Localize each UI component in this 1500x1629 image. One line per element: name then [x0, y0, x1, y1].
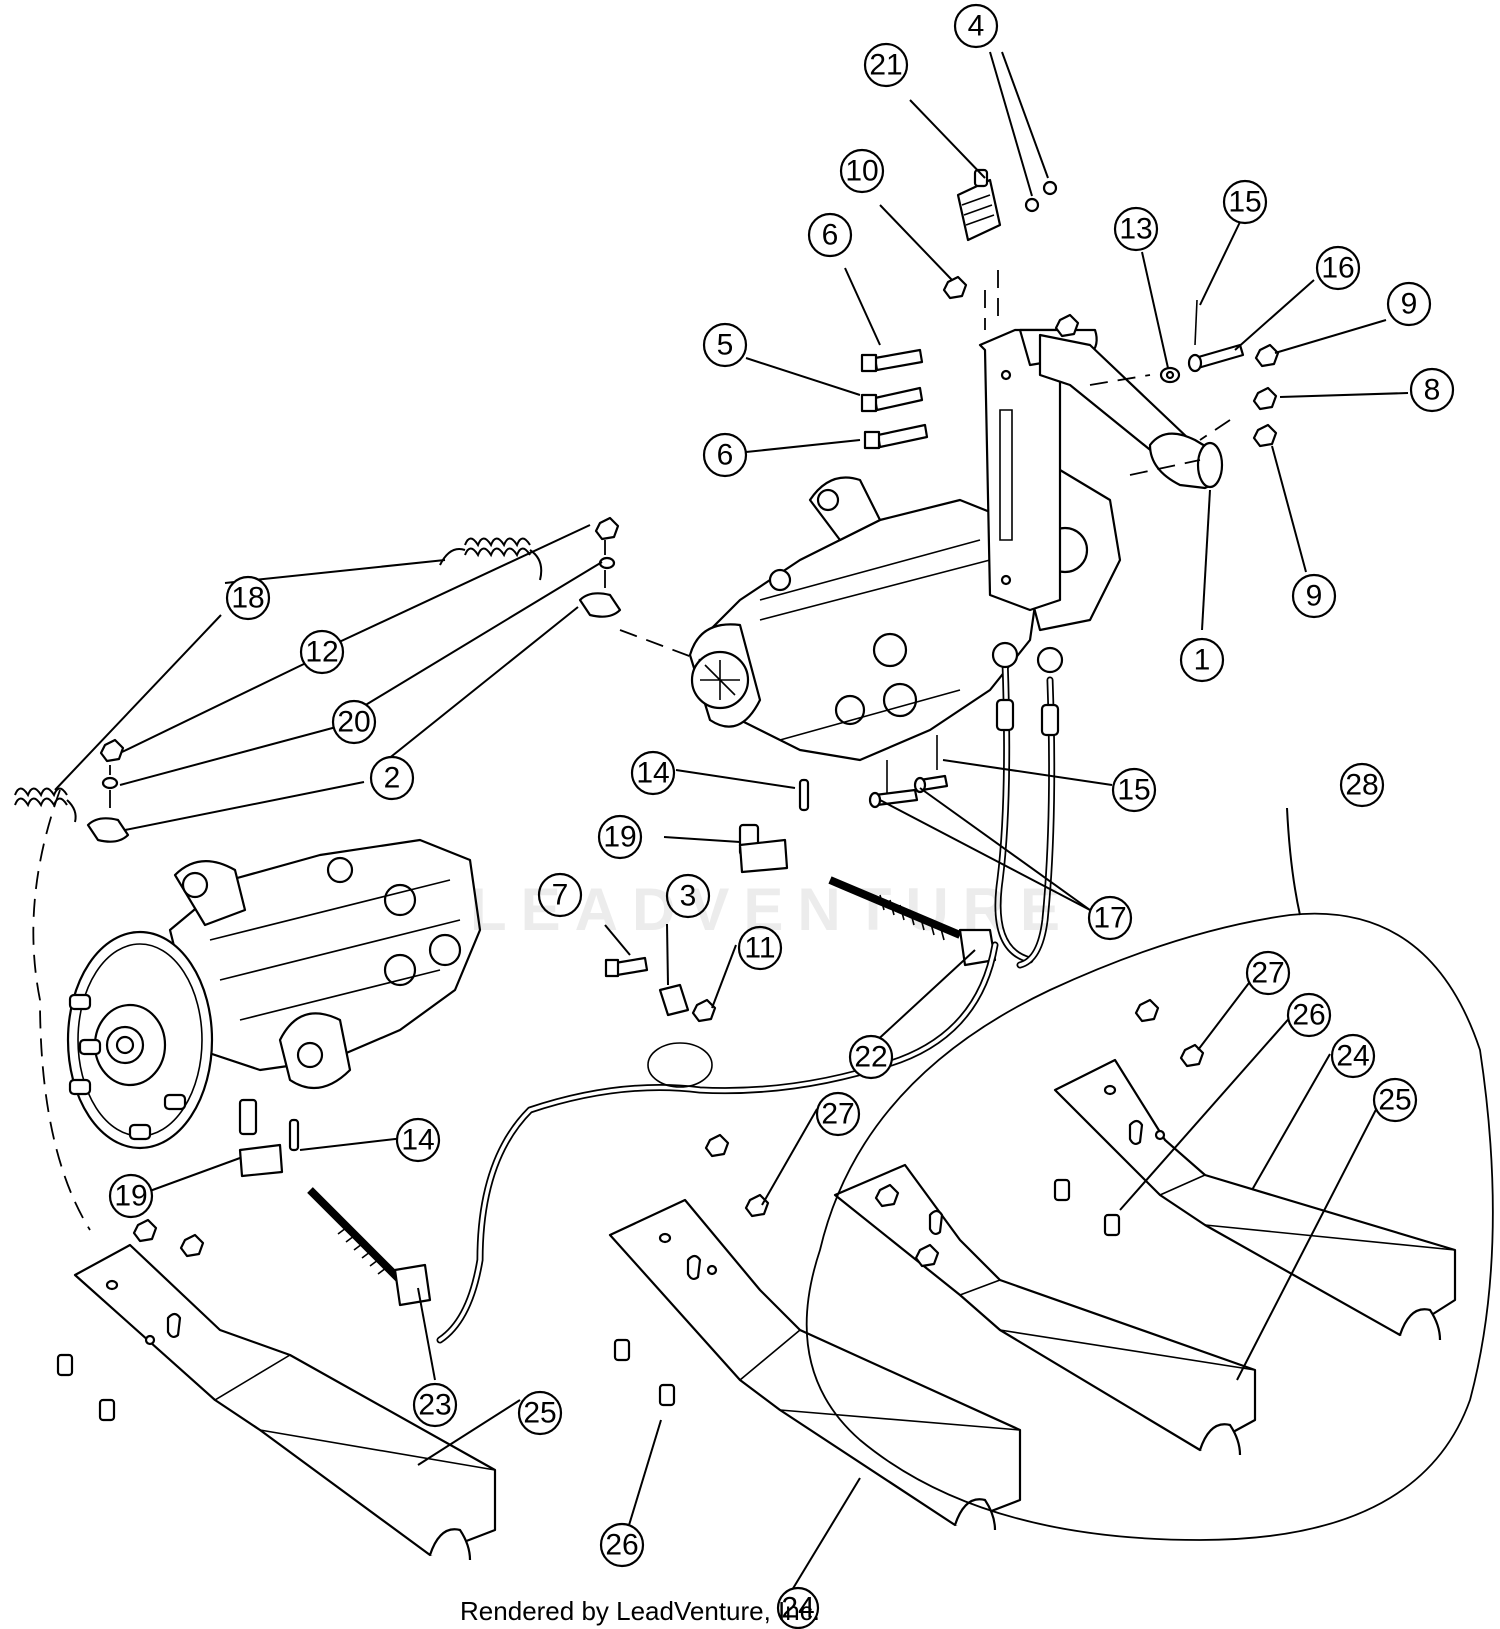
callout-20: 20	[331, 699, 377, 745]
bracket-left-25	[56, 1218, 497, 1561]
callout-18: 18	[225, 575, 271, 621]
svg-text:6: 6	[822, 219, 839, 252]
callout-11: 11	[737, 925, 783, 971]
callout-25: 25	[1372, 1077, 1418, 1123]
left-transaxle	[66, 838, 482, 1150]
callout-14: 14	[395, 1117, 441, 1163]
bolt-group	[860, 275, 1080, 450]
svg-text:9: 9	[1401, 288, 1418, 321]
watermark: LEADVENTURE	[470, 876, 1075, 943]
callout-19: 19	[108, 1173, 154, 1219]
svg-text:5: 5	[717, 329, 734, 362]
bracket-kit-28	[805, 912, 1494, 1541]
callout-22: 22	[848, 1034, 894, 1080]
svg-text:27: 27	[821, 1098, 854, 1131]
control-cable-22	[436, 823, 999, 1344]
leader-lines	[54, 51, 1409, 1601]
callout-25: 25	[517, 1390, 563, 1436]
callout-23: 23	[412, 1382, 458, 1428]
svg-text:8: 8	[1424, 374, 1441, 407]
svg-text:6: 6	[717, 439, 734, 472]
callout-2: 2	[369, 755, 415, 801]
svg-text:26: 26	[605, 1529, 638, 1562]
callout-7: 7	[537, 872, 583, 918]
control-cable-23	[32, 789, 432, 1307]
svg-text:26: 26	[1292, 999, 1325, 1032]
callout-1: 1	[1179, 637, 1225, 683]
svg-text:22: 22	[854, 1041, 887, 1074]
callout-13: 13	[1113, 206, 1159, 252]
svg-text:14: 14	[636, 757, 669, 790]
pin-group	[1159, 299, 1280, 448]
svg-text:23: 23	[418, 1389, 451, 1422]
alignment-lines-right	[619, 270, 1231, 661]
callout-3: 3	[665, 873, 711, 919]
svg-text:15: 15	[1228, 186, 1261, 219]
svg-text:3: 3	[680, 880, 697, 913]
bracket-middle-24	[608, 1133, 1022, 1531]
callout-28: 28	[1339, 762, 1385, 808]
svg-text:11: 11	[744, 932, 775, 965]
callout-24: 24	[1330, 1033, 1376, 1079]
callout-27: 27	[1245, 950, 1291, 996]
svg-text:19: 19	[603, 821, 636, 854]
callout-26: 26	[599, 1522, 645, 1568]
svg-text:13: 13	[1119, 213, 1152, 246]
callout-4: 4	[953, 3, 999, 49]
svg-text:10: 10	[845, 155, 878, 188]
callout-10: 10	[839, 148, 885, 194]
svg-text:25: 25	[523, 1397, 556, 1430]
svg-text:14: 14	[401, 1124, 434, 1157]
svg-text:21: 21	[869, 49, 902, 82]
svg-text:15: 15	[1117, 774, 1150, 807]
callout-14: 14	[630, 750, 676, 796]
svg-text:1: 1	[1194, 644, 1211, 677]
callout-26: 26	[1286, 992, 1332, 1038]
link-hardware	[86, 516, 622, 843]
render-credit: Rendered by LeadVenture, Inc.	[460, 1596, 820, 1626]
callout-5: 5	[702, 322, 748, 368]
callout-6: 6	[807, 212, 853, 258]
callout-9: 9	[1291, 573, 1337, 619]
svg-text:28: 28	[1345, 769, 1378, 802]
pins-lower-right	[798, 735, 949, 812]
callout-6: 6	[702, 432, 748, 478]
callout-17: 17	[1087, 895, 1133, 941]
callout-9: 9	[1386, 281, 1432, 327]
callout-24: 24	[776, 1586, 820, 1629]
springs	[14, 537, 543, 823]
callout-15: 15	[1222, 179, 1268, 225]
svg-text:12: 12	[305, 636, 338, 669]
callout-8: 8	[1409, 367, 1455, 413]
callout-16: 16	[1315, 245, 1361, 291]
callout-21: 21	[863, 42, 909, 88]
callout-12: 12	[299, 629, 345, 675]
svg-text:17: 17	[1093, 902, 1126, 935]
svg-text:24: 24	[1336, 1040, 1369, 1073]
svg-text:20: 20	[337, 706, 370, 739]
svg-text:2: 2	[384, 762, 401, 795]
svg-text:25: 25	[1378, 1084, 1411, 1117]
switch-21	[956, 168, 1058, 242]
svg-text:9: 9	[1306, 580, 1323, 613]
svg-text:16: 16	[1321, 252, 1354, 285]
callout-19: 19	[597, 814, 643, 860]
svg-text:27: 27	[1251, 957, 1284, 990]
control-lever	[1038, 333, 1224, 490]
callout-15: 15	[1111, 767, 1157, 813]
callout-27: 27	[815, 1091, 861, 1137]
svg-text:19: 19	[114, 1180, 147, 1213]
cable-clamp	[604, 956, 717, 1023]
svg-text:4: 4	[968, 10, 985, 43]
svg-text:7: 7	[552, 879, 569, 912]
svg-text:18: 18	[231, 582, 264, 615]
svg-text:24: 24	[781, 1592, 814, 1625]
